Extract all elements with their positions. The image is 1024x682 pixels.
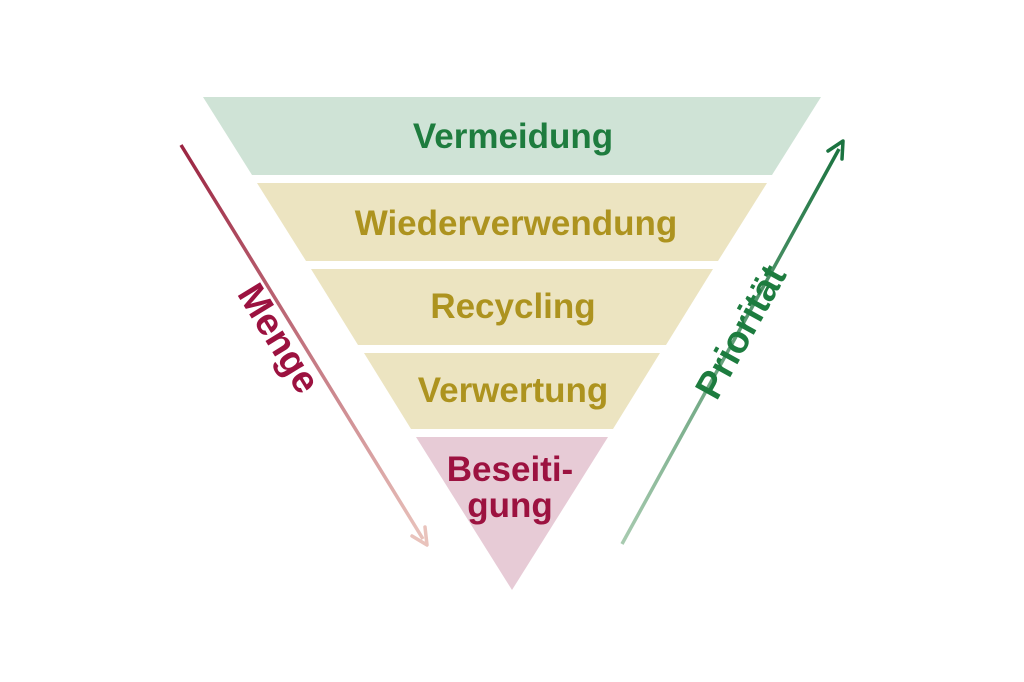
- prioritaet-arrowhead-icon: [826, 139, 845, 161]
- pyramid-labels: Vermeidung Wiederverwendung Recycling Ve…: [355, 117, 678, 525]
- menge-axis-line: [179, 144, 425, 540]
- band-wiederverwendung: [257, 183, 767, 261]
- band-recycling: [311, 269, 713, 345]
- label-vermeidung: Vermeidung: [413, 117, 613, 156]
- band-beseitigung: [416, 437, 608, 590]
- pyramid-bands: [203, 97, 821, 590]
- prioritaet-axis-line: [620, 148, 841, 545]
- label-verwertung: Verwertung: [418, 371, 609, 410]
- band-vermeidung: [203, 97, 821, 175]
- label-beseitigung-line1: Beseiti-: [447, 450, 573, 489]
- label-beseitigung-line2: gung: [467, 486, 553, 525]
- label-recycling: Recycling: [430, 287, 595, 326]
- label-wiederverwendung: Wiederverwendung: [355, 204, 678, 243]
- menge-arrowhead-icon: [410, 525, 429, 547]
- band-verwertung: [364, 353, 660, 429]
